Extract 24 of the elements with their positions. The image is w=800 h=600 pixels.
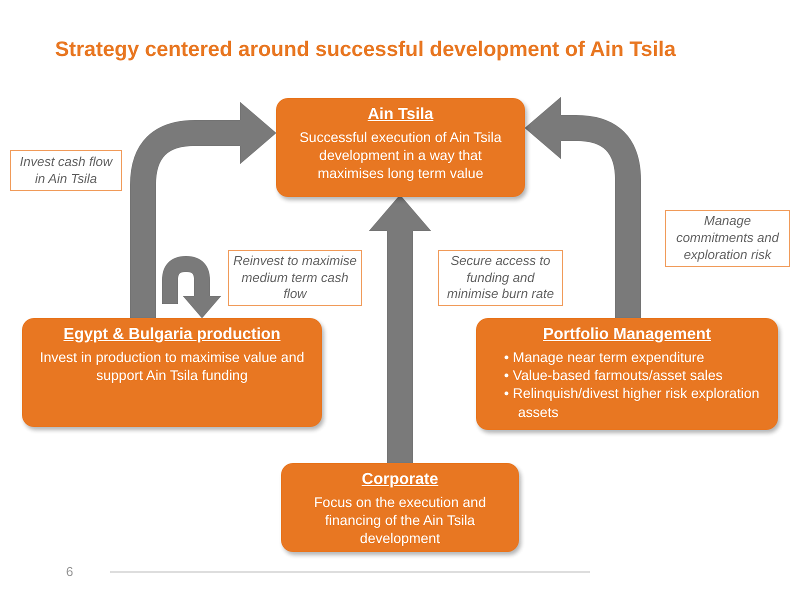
box-heading: Ain Tsila <box>366 106 434 124</box>
box-description: Focus on the execution and financing of the Ain Tsila development <box>312 493 487 548</box>
edge-label: Manage commitments and exploration risk <box>665 210 790 267</box>
block-arrow <box>368 194 432 463</box>
strategy-box <box>276 98 525 197</box>
edge-label: Reinvest to maximise medium term cash flow <box>228 250 362 306</box>
edge-label: Secure access to funding and minimise burn rate <box>438 250 563 306</box>
block-arrow <box>162 256 222 318</box>
box-heading: Egypt & Bulgaria production <box>62 326 282 344</box>
box-heading: Corporate <box>360 471 440 489</box>
bullet-item: • Value-based farmouts/asset sales <box>504 366 724 384</box>
page-number: 6 <box>66 564 74 579</box>
box-heading: Portfolio Management <box>542 326 712 344</box>
box-description: Successful execution of Ain Tsila development in a way that maximises long term value <box>298 128 503 183</box>
strategy-box <box>281 463 519 552</box>
box-description: Invest in production to maximise value and support Ain Tsila funding <box>38 348 306 384</box>
bullet-item: • Manage near term expenditure <box>504 348 706 366</box>
bullet-item: • Relinquish/divest higher risk exploration assets <box>504 384 760 421</box>
block-arrow <box>130 102 276 318</box>
strategy-box <box>476 318 778 430</box>
edge-label: Invest cash flow in Ain Tsila <box>10 150 122 191</box>
strategy-box <box>22 318 322 427</box>
block-arrow <box>524 96 641 318</box>
slide-title: Strategy centered around successful development of Ain Tsila <box>55 38 676 62</box>
